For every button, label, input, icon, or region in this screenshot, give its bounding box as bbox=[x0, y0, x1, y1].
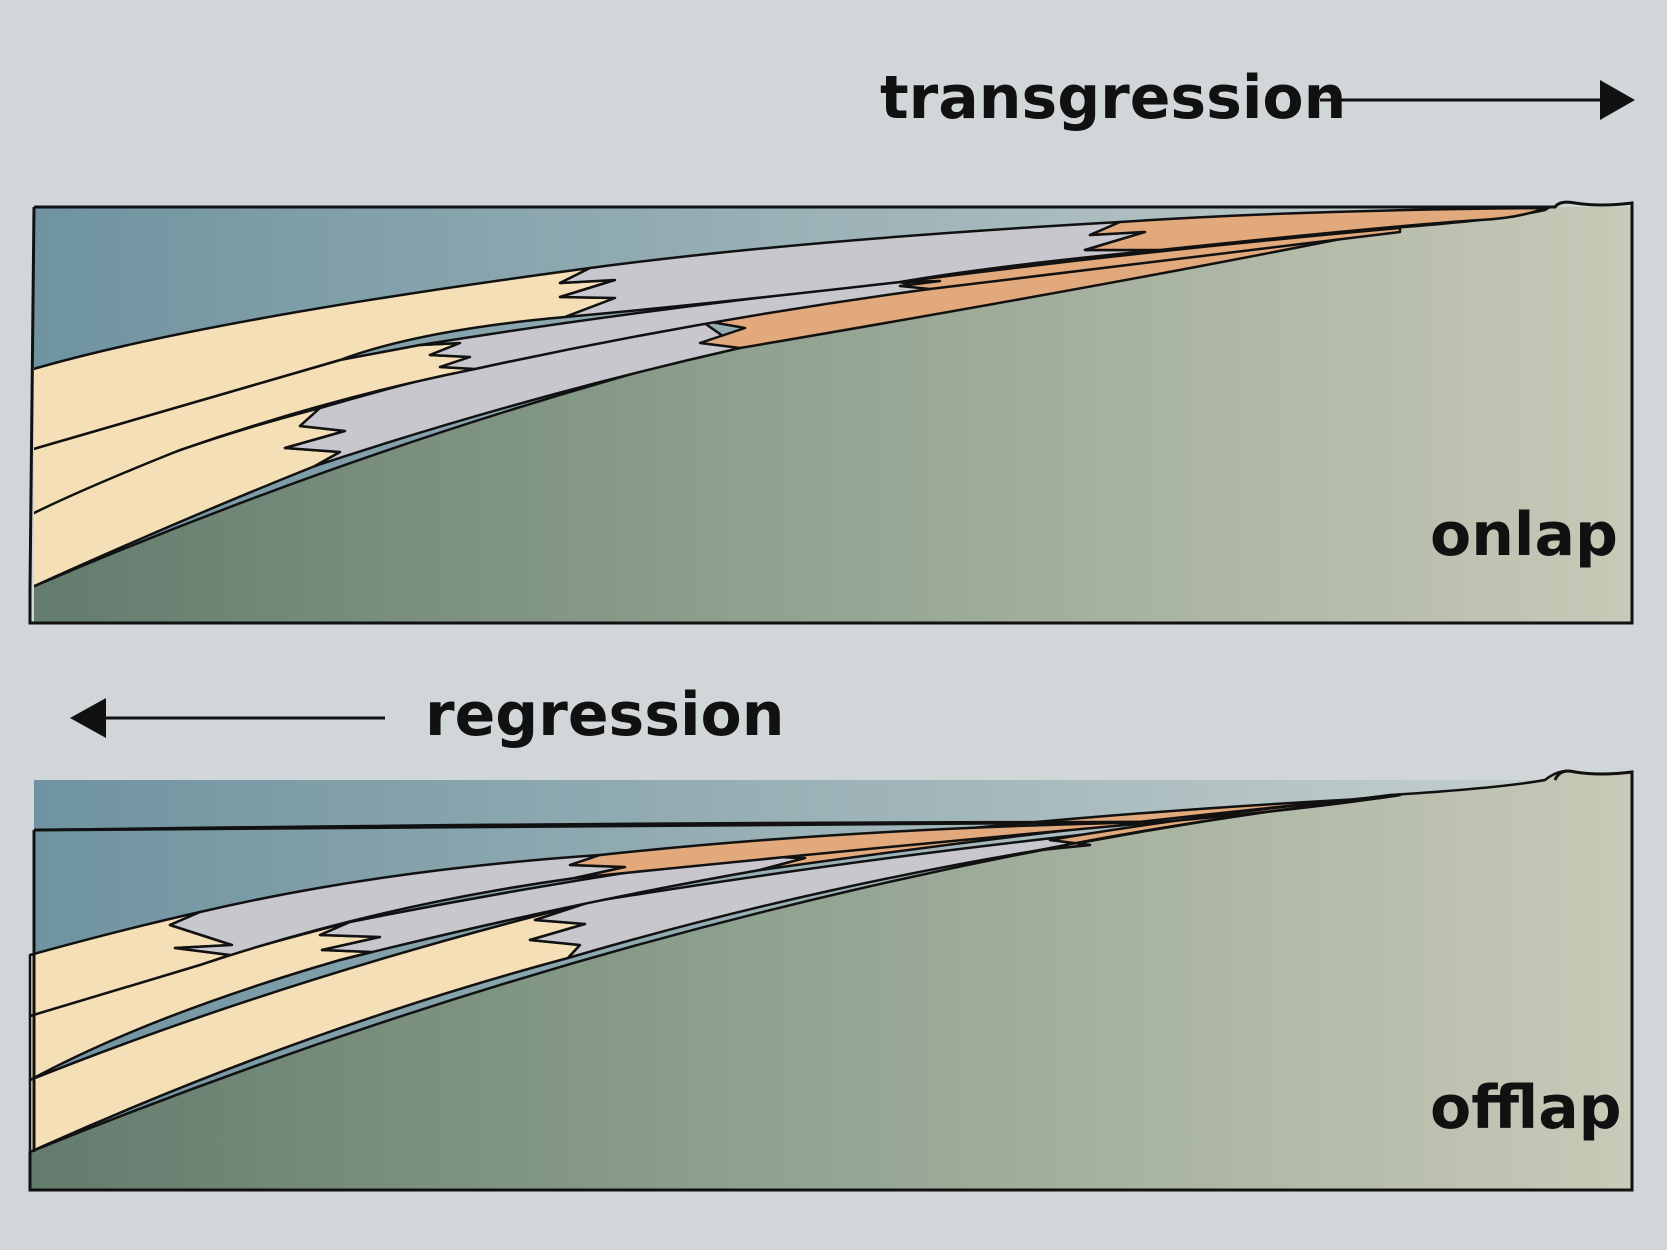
onlap-panel bbox=[34, 207, 1632, 623]
offlap-nearshore-3 bbox=[568, 820, 1162, 880]
offlap-top-edge bbox=[33, 820, 1161, 832]
offlap-label: offlap bbox=[1430, 1073, 1622, 1143]
transgression-arrow bbox=[1320, 80, 1635, 120]
regression-arrow bbox=[70, 698, 385, 738]
nearshore-layer-2 bbox=[898, 226, 1402, 291]
sand-layer-3 bbox=[34, 266, 617, 451]
nearshore-layer-3 bbox=[1083, 207, 1547, 252]
shale-layer-3 bbox=[558, 220, 1162, 319]
regression-label: regression bbox=[425, 680, 784, 750]
shale-layer-2 bbox=[418, 280, 932, 371]
onlap-panel-frame bbox=[28, 200, 1634, 625]
offlap-panel-frame bbox=[28, 769, 1634, 1192]
transgression-label: transgression bbox=[880, 63, 1346, 133]
onlap-label: onlap bbox=[1430, 500, 1618, 570]
